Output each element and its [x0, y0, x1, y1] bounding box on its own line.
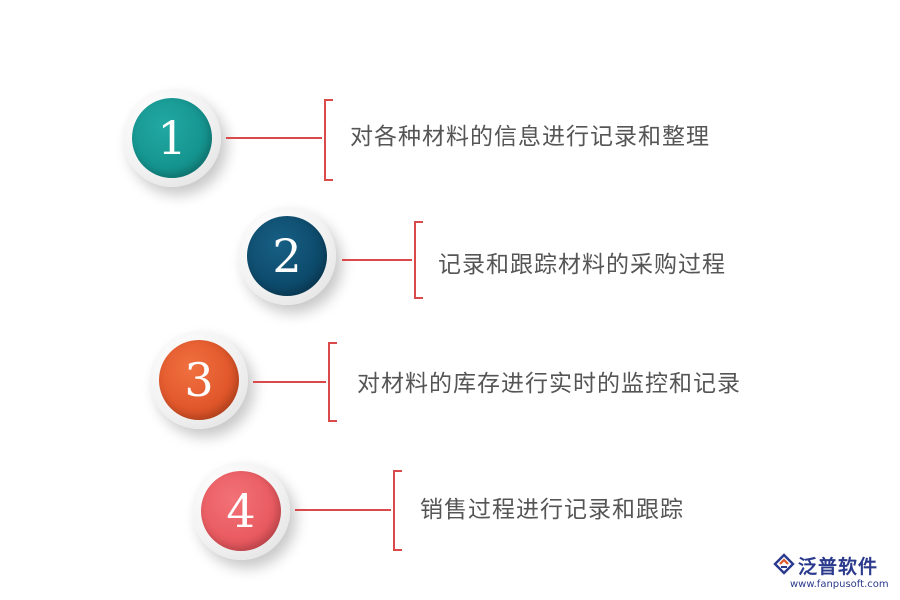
step-2: 2 记录和跟踪材料的采购过程 — [0, 0, 900, 305]
step-3-bracket — [328, 342, 337, 422]
step-1-label: 对各种材料的信息进行记录和整理 — [350, 124, 710, 150]
step-3: 3 对材料的库存进行实时的监控和记录 — [0, 0, 900, 429]
step-4-number: 4 — [201, 471, 281, 551]
step-1-number: 1 — [132, 98, 212, 178]
step-4-bracket — [393, 470, 402, 551]
step-2-circle: 2 — [238, 207, 336, 305]
step-4: 4 销售过程进行记录和跟踪 — [0, 0, 900, 560]
step-1: 1 对各种材料的信息进行记录和整理 — [0, 0, 900, 187]
step-1-bracket — [324, 99, 333, 181]
step-1-circle: 1 — [123, 89, 221, 187]
step-2-connector — [342, 259, 412, 261]
step-4-connector — [295, 509, 391, 511]
step-4-circle: 4 — [192, 462, 290, 560]
brand-name: 泛普软件 — [798, 556, 879, 578]
step-2-label: 记录和跟踪材料的采购过程 — [438, 252, 726, 278]
step-3-label: 对材料的库存进行实时的监控和记录 — [357, 371, 741, 397]
step-3-number: 3 — [159, 340, 239, 420]
step-2-number: 2 — [247, 216, 327, 296]
step-4-label: 销售过程进行记录和跟踪 — [420, 497, 684, 523]
step-2-bracket — [414, 221, 423, 299]
step-3-connector — [253, 381, 326, 383]
step-1-connector — [226, 137, 322, 139]
step-3-circle: 3 — [150, 331, 248, 429]
brand-url: www.fanpusoft.com — [790, 579, 889, 590]
fanpu-logo-icon — [773, 553, 795, 575]
brand-logo: 泛普软件 www.fanpusoft.com — [772, 552, 892, 596]
